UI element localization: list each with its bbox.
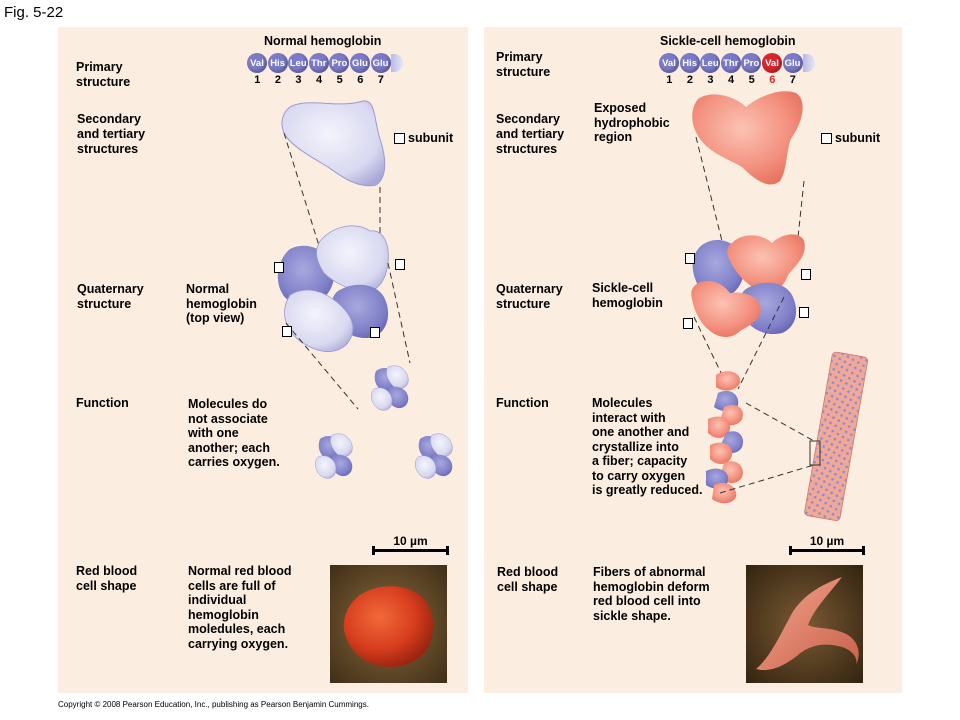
copyright-notice: Copyright © 2008 Pearson Education, Inc.… [58,700,369,709]
position-number-5: 5 [748,74,755,86]
amino-acid-glu-7: Glu [370,53,391,73]
position-number-2: 2 [274,74,281,86]
sickle-beta-subunit-bottom [691,280,761,337]
normal-alpha-symbol-2 [370,327,380,338]
amino-acid-val-1: Val [247,53,267,73]
amino-acid-val-1: Val [659,53,679,73]
normal-quaternary-label: Quaternary structure [77,282,144,311]
normal-scale-bar: 10 µm [372,534,449,555]
normal-subunit-label: subunit [394,131,453,146]
sickle-alpha-symbol-2 [799,307,809,318]
normal-secondary-label: Secondary and tertiary structures [77,112,146,156]
sickle-secondary-label: Secondary and tertiary structures [496,112,565,156]
sickle-title: Sickle-cell hemoglobin [660,34,796,48]
sickle-subunit-label: subunit [821,131,880,146]
sickle-quaternary-label: Quaternary structure [496,282,563,311]
position-number-1: 1 [666,74,673,86]
exposed-hydrophobic-label: Exposed hydrophobic region [594,101,670,144]
normal-beta-symbol-2 [282,326,292,337]
amino-acid-pro-5: Pro [741,53,762,73]
amino-acid-glu-7: Glu [782,53,803,73]
sickle-beta-subunit-top [727,234,805,293]
figure-label: Fig. 5-22 [4,4,64,21]
normal-molecule-3 [415,433,453,479]
sickle-function-desc: Molecules interact with one another and … [592,396,703,497]
position-number-3: 3 [707,74,714,86]
normal-chain-numbers: 1 2 3 4 5 6 7 [247,74,391,86]
normal-title: Normal hemoglobin [264,34,382,48]
normal-structure-diagram [277,100,453,479]
sickle-rbc-desc: Fibers of abnormal hemoglobin deform red… [593,565,710,623]
normal-red-blood-cell-photo [330,565,447,683]
chain-continuation [803,54,816,72]
normal-rbc-desc: Normal red blood cells are full of indiv… [188,564,292,651]
sickle-chain-numbers: 1 2 3 4 5 6 7 [659,74,803,86]
sickle-tertiary-subunit [692,91,803,185]
sickle-beta-symbol-1 [801,269,811,280]
sickle-red-blood-cell-photo [746,565,863,683]
normal-beta-subunit-top [316,225,389,294]
normal-molecule-1 [371,365,409,411]
position-number-1: 1 [254,74,261,86]
normal-rbc-label: Red blood cell shape [76,564,138,593]
amino-acid-leu-3: Leu [700,53,721,73]
sickle-function-label: Function [496,396,549,410]
position-number-5: 5 [336,74,343,86]
amino-acid-leu-3: Leu [288,53,309,73]
normal-alpha-symbol-1 [274,262,284,273]
amino-acid-his-2: His [267,53,288,73]
normal-function-desc: Molecules do not associate with one anot… [188,397,280,469]
sickle-primary-label: Primary structure [496,50,551,79]
position-number-4: 4 [316,74,323,86]
amino-acid-thr-4: Thr [720,53,741,73]
amino-acid-val-6: Val [761,53,782,73]
amino-acid-thr-4: Thr [308,53,329,73]
sickle-beta-symbol-2 [683,318,693,329]
beta-symbol-box [821,133,832,145]
chain-continuation [391,54,404,72]
position-number-3: 3 [295,74,302,86]
sickle-fiber [804,351,869,521]
sickle-fiber-chain [706,371,744,504]
normal-quaternary-desc: Normal hemoglobin (top view) [186,282,257,325]
sickle-quaternary-desc: Sickle-cell hemoglobin [592,281,663,310]
normal-function-label: Function [76,396,129,410]
position-number-6: 6 [769,74,776,86]
amino-acid-pro-5: Pro [329,53,350,73]
position-number-2: 2 [686,74,693,86]
sickle-scale-bar: 10 µm [789,534,865,555]
position-number-7: 7 [789,74,796,86]
position-number-7: 7 [377,74,384,86]
amino-acid-his-2: His [679,53,700,73]
sickle-alpha-symbol-1 [685,253,695,264]
position-number-6: 6 [357,74,364,86]
sickle-structure-diagram [691,91,869,521]
normal-primary-label: Primary structure [76,60,131,89]
sickle-rbc-label: Red blood cell shape [497,565,559,594]
amino-acid-glu-6: Glu [349,53,370,73]
beta-symbol-box [394,133,405,145]
normal-beta-symbol-1 [395,259,405,270]
position-number-4: 4 [728,74,735,86]
normal-molecule-2 [315,433,353,479]
normal-tertiary-subunit [281,100,386,187]
